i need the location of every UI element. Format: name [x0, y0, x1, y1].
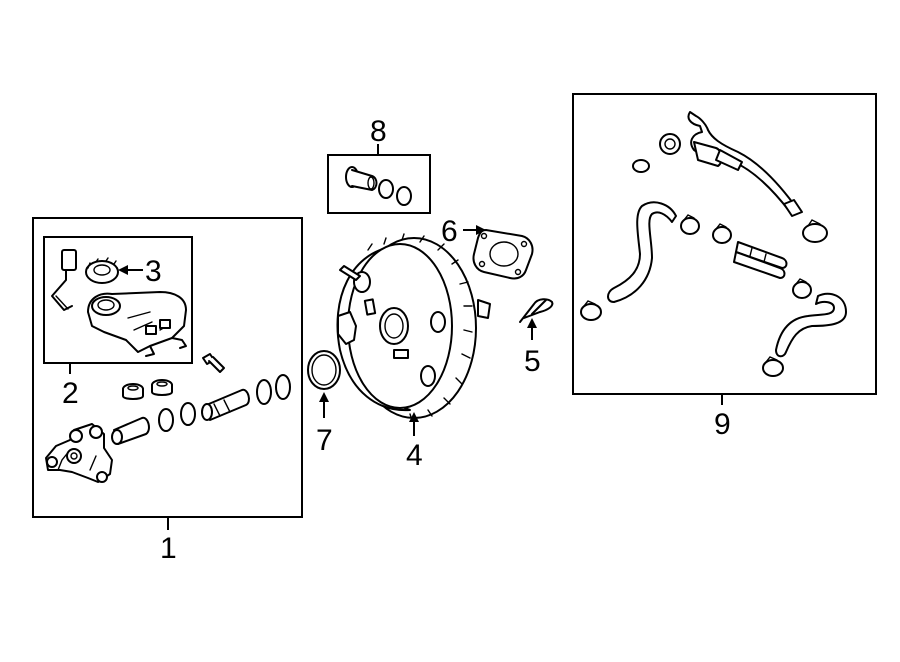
vacuum-hose-icon: [687, 111, 803, 217]
grommet-icon: [659, 133, 681, 155]
callout-5: 5: [524, 345, 541, 378]
grommet-icon: [151, 379, 173, 396]
primary-piston-icon: [111, 416, 150, 445]
seal-ring-icon: [180, 402, 196, 426]
hose-clamp-icon: [792, 278, 812, 299]
vacuum-hose-icon: [607, 201, 677, 303]
hose-connector-icon: [733, 241, 788, 279]
callout-8: 8: [370, 115, 387, 148]
hose-clamp-icon: [762, 356, 784, 377]
seal-ring-icon: [158, 408, 174, 432]
group-9-frame: [572, 93, 877, 395]
callout-1: 1: [160, 532, 177, 565]
washer-icon: [396, 186, 412, 206]
o-ring-icon: [307, 350, 341, 390]
seal-ring-icon: [275, 374, 291, 400]
callout-7: 7: [316, 424, 333, 457]
level-sensor-icon: [51, 249, 77, 311]
reservoir-tank-icon: [87, 291, 187, 357]
hose-clamp-icon: [712, 223, 732, 244]
hose-clamp-icon: [680, 214, 700, 235]
gasket-icon: [472, 229, 534, 280]
group-2-frame: [43, 236, 193, 364]
retaining-clip-icon: [519, 298, 554, 323]
callout-6: 6: [441, 215, 458, 248]
vacuum-hose-icon: [775, 292, 847, 358]
bolt-icon: [202, 353, 225, 373]
callout-3: 3: [145, 255, 162, 288]
grommet-icon: [122, 383, 144, 400]
hose-clamp-icon: [632, 159, 650, 173]
hose-clamp-icon: [580, 300, 602, 321]
washer-icon: [378, 179, 394, 199]
seal-ring-icon: [256, 379, 272, 405]
hose-clamp-icon: [802, 219, 828, 243]
callout-4: 4: [406, 439, 423, 472]
secondary-piston-icon: [201, 388, 250, 421]
clevis-pin-icon: [345, 166, 378, 191]
reservoir-cap-icon: [85, 257, 119, 284]
master-cylinder-icon: [45, 423, 113, 483]
group-8-frame: [327, 154, 431, 214]
brake-booster-icon: [336, 233, 491, 421]
callout-2: 2: [62, 377, 79, 410]
callout-9: 9: [714, 408, 731, 441]
